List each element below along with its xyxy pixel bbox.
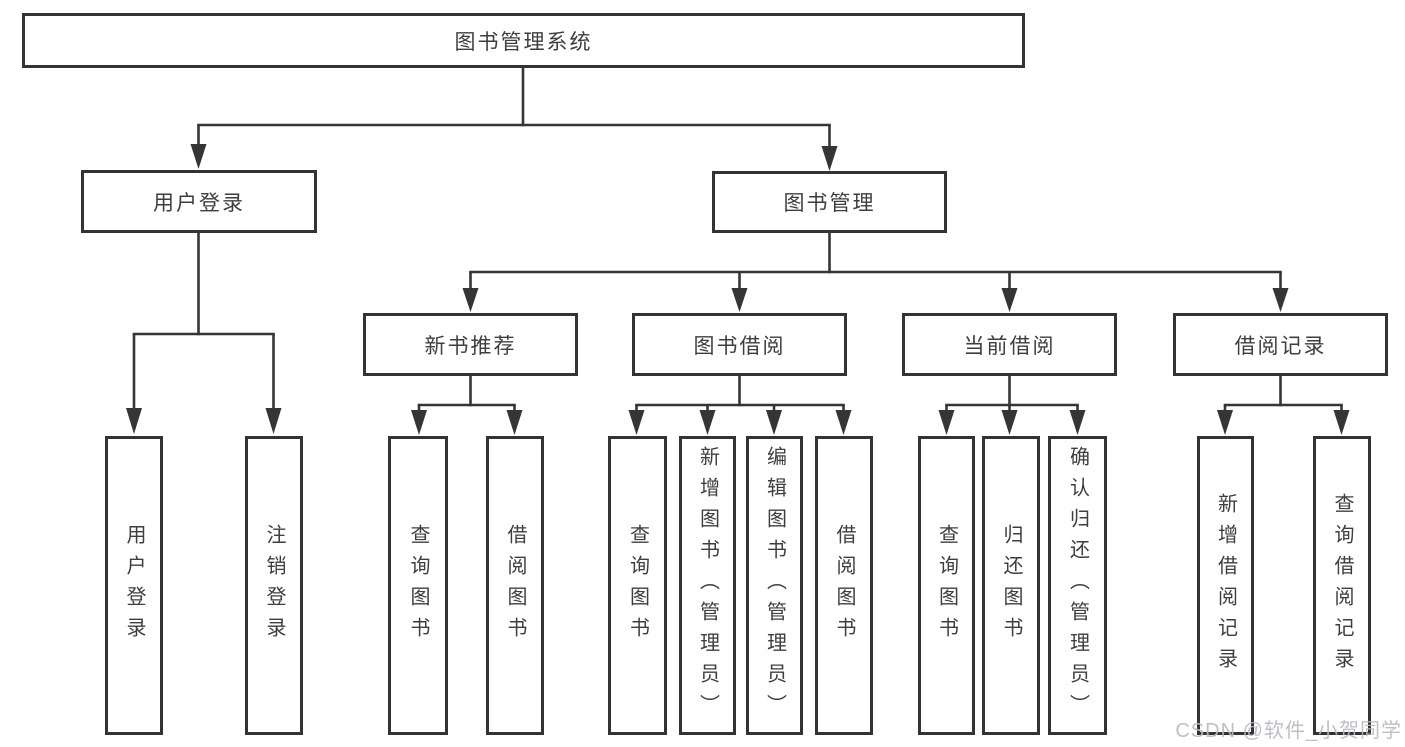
leaf-edit-book-admin: 编辑图书（管理员） xyxy=(746,436,803,735)
leaf-return-book: 归还图书 xyxy=(982,436,1040,735)
node-root: 图书管理系统 xyxy=(22,13,1025,68)
leaf-add-book-admin: 新增图书（管理员） xyxy=(679,436,736,735)
leaf-query-books-2: 查询图书 xyxy=(608,436,667,735)
node-new-book-recommend: 新书推荐 xyxy=(363,313,578,376)
leaf-user-login: 用户登录 xyxy=(105,436,163,735)
node-book-management: 图书管理 xyxy=(712,171,947,233)
watermark: CSDN @软件_小贺同学 xyxy=(1175,720,1402,742)
leaf-query-borrow-record: 查询借阅记录 xyxy=(1313,436,1371,735)
leaf-borrow-books-1: 借阅图书 xyxy=(486,436,544,735)
node-user-login-group: 用户登录 xyxy=(81,170,317,233)
leaf-logout-login: 注销登录 xyxy=(245,436,303,735)
leaf-borrow-books-2: 借阅图书 xyxy=(815,436,873,735)
node-borrow-records: 借阅记录 xyxy=(1173,313,1388,376)
leaf-add-borrow-record: 新增借阅记录 xyxy=(1197,436,1254,735)
node-current-borrow: 当前借阅 xyxy=(902,313,1117,376)
leaf-confirm-return-admin: 确认归还（管理员） xyxy=(1048,436,1107,735)
node-book-borrow: 图书借阅 xyxy=(632,313,847,376)
leaf-query-books-1: 查询图书 xyxy=(388,436,448,735)
leaf-query-books-3: 查询图书 xyxy=(918,436,975,735)
